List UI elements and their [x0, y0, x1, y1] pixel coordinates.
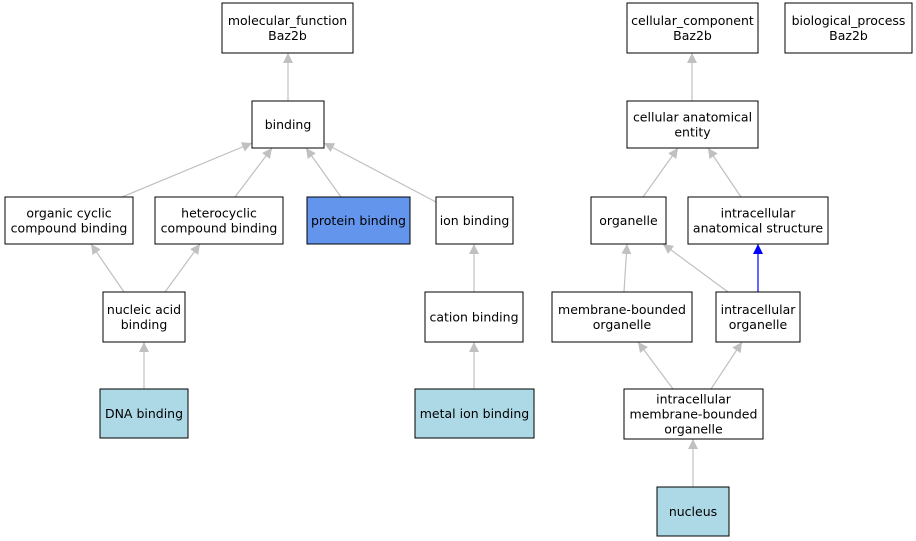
node-pb[interactable]: protein binding — [306, 196, 411, 245]
node-box[interactable] — [4, 196, 134, 245]
node-label: cellular anatomical — [633, 110, 752, 125]
edge-arrow — [707, 147, 742, 198]
node-org[interactable]: organelle — [590, 196, 667, 245]
node-box[interactable] — [687, 196, 829, 245]
edge-arrow — [642, 147, 679, 198]
node-label: intracellular — [721, 206, 797, 221]
node-label: intracellular — [721, 302, 797, 317]
node-box[interactable] — [551, 291, 693, 343]
node-catb[interactable]: cation binding — [424, 291, 524, 343]
node-label: anatomical structure — [693, 221, 823, 236]
edge-arrow — [323, 142, 437, 203]
node-label: organelle — [599, 213, 658, 228]
node-box[interactable] — [99, 388, 189, 439]
edge-imbo-io — [710, 341, 743, 390]
edge-arrow — [305, 147, 342, 198]
node-box[interactable] — [306, 196, 411, 245]
node-label: Baz2b — [673, 28, 712, 43]
edge-arrow — [90, 243, 125, 293]
node-box[interactable] — [715, 291, 801, 343]
node-label: metal ion binding — [420, 406, 530, 421]
node-box[interactable] — [784, 2, 913, 54]
node-label: Baz2b — [829, 28, 868, 43]
node-layer: molecular_functionBaz2bcellular_componen… — [4, 2, 913, 537]
edge-ias-cae — [707, 147, 742, 198]
edge-arrow — [164, 243, 201, 293]
node-label: cellular_component — [631, 13, 754, 28]
edge-arrow — [621, 243, 632, 293]
node-binding[interactable]: binding — [251, 100, 325, 149]
node-label: compound binding — [161, 221, 278, 236]
edge-imbo-mbo — [637, 341, 674, 390]
node-label: Baz2b — [268, 28, 307, 43]
node-label: binding — [121, 317, 168, 332]
node-box[interactable] — [102, 291, 186, 343]
node-label: DNA binding — [105, 406, 183, 421]
node-nuc[interactable]: nucleus — [656, 486, 730, 537]
node-label: binding — [265, 117, 312, 132]
node-box[interactable] — [435, 196, 514, 245]
edge-pb-binding — [305, 147, 342, 198]
edge-org-cae — [642, 147, 679, 198]
edge-arrow — [637, 341, 674, 390]
edge-arrow — [710, 341, 743, 390]
node-ib[interactable]: ion binding — [435, 196, 514, 245]
node-label: intracellular — [656, 392, 732, 407]
edge-io-org — [662, 243, 729, 293]
edge-mbo-org — [621, 243, 632, 293]
node-box[interactable] — [251, 100, 325, 149]
edge-arrow — [121, 142, 253, 198]
edge-layer — [90, 53, 763, 487]
node-label: molecular_function — [228, 13, 347, 28]
edge-nab-ocb — [90, 243, 125, 293]
edge-ib-binding — [323, 142, 437, 203]
edge-nab-hcb — [164, 243, 201, 293]
edge-ocb-binding — [121, 142, 253, 198]
node-label: ion binding — [440, 213, 510, 228]
node-label: organelle — [593, 317, 652, 332]
node-label: organic cyclic — [26, 206, 111, 221]
edge-arrow — [662, 243, 729, 293]
node-box[interactable] — [221, 2, 354, 54]
node-label: heterocyclic — [181, 206, 257, 221]
node-label: entity — [674, 125, 711, 140]
node-label: organelle — [664, 422, 723, 437]
node-dnab[interactable]: DNA binding — [99, 388, 189, 439]
node-box[interactable] — [154, 196, 284, 245]
node-label: membrane-bounded — [558, 302, 686, 317]
node-label: nucleic acid — [107, 302, 181, 317]
node-label: nucleus — [669, 504, 717, 519]
node-box[interactable] — [623, 388, 764, 440]
node-label: membrane-bounded — [630, 407, 758, 422]
node-box[interactable] — [424, 291, 524, 343]
node-box[interactable] — [590, 196, 667, 245]
node-mib[interactable]: metal ion binding — [414, 388, 535, 439]
edge-arrow — [234, 147, 273, 198]
node-label: cation binding — [429, 310, 518, 325]
node-box[interactable] — [414, 388, 535, 439]
edge-hcb-binding — [234, 147, 273, 198]
node-label: compound binding — [11, 221, 128, 236]
node-box[interactable] — [656, 486, 730, 537]
node-box[interactable] — [626, 2, 759, 54]
node-label: biological_process — [792, 13, 906, 28]
node-label: organelle — [729, 317, 788, 332]
node-box[interactable] — [626, 100, 759, 149]
node-label: protein binding — [311, 213, 406, 228]
